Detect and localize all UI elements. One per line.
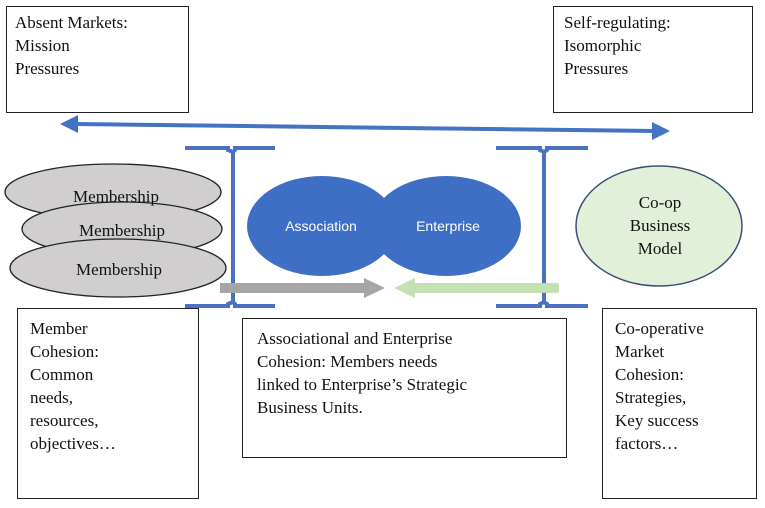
coop-business-model: Co-op Business Model — [575, 165, 743, 287]
coop-label-line: Co-op — [639, 193, 682, 212]
text-line: Absent Markets: — [15, 13, 128, 32]
absent-markets-box: Absent Markets: Mission Pressures — [6, 6, 189, 113]
text-line: Isomorphic — [564, 36, 642, 55]
enterprise-ellipse — [371, 176, 521, 276]
text-line: Strategies, — [615, 388, 687, 407]
text-line: Cohesion: — [30, 342, 99, 361]
text-line: factors… — [615, 434, 679, 453]
membership-label: Membership — [79, 221, 165, 240]
text-line: Cohesion: — [615, 365, 684, 384]
membership-label: Membership — [76, 260, 162, 279]
text-line: resources, — [30, 411, 99, 430]
green-arrow — [394, 278, 559, 298]
double-headed-arrow — [60, 115, 670, 140]
association-ellipse — [247, 176, 397, 276]
associational-cohesion-box: Associational and Enterprise Cohesion: M… — [242, 318, 567, 458]
text-line: Business Units. — [257, 398, 363, 417]
self-regulating-box: Self-regulating: Isomorphic Pressures — [553, 6, 753, 113]
text-line: Common — [30, 365, 94, 384]
text-line: Cohesion: Members needs — [257, 352, 438, 371]
text-line: needs, — [30, 388, 73, 407]
text-line: objectives… — [30, 434, 116, 453]
text-line: Co-operative — [615, 319, 704, 338]
coop-ellipse — [575, 165, 743, 287]
membership-ellipse — [9, 238, 227, 298]
text-line: Key success — [615, 411, 699, 430]
text-line: Pressures — [15, 59, 80, 78]
text-line: linked to Enterprise’s Strategic — [257, 375, 468, 394]
text-line: Mission — [15, 36, 70, 55]
text-line: Market — [615, 342, 665, 361]
member-cohesion-box: Member Cohesion: Common needs, resources… — [17, 308, 199, 499]
right-bracket — [496, 146, 588, 308]
coop-label-line: Model — [638, 239, 683, 258]
membership-label: Membership — [73, 187, 159, 206]
text-line: Associational and Enterprise — [257, 329, 453, 348]
association-enterprise-group: Association Enterprise — [247, 176, 521, 276]
text-line: Pressures — [564, 59, 629, 78]
left-bracket — [185, 146, 275, 308]
cooperative-market-cohesion-box: Co-operative Market Cohesion: Strategies… — [602, 308, 757, 499]
membership-stack: Membership Membership Membership — [4, 163, 227, 298]
coop-label-line: Business — [630, 216, 690, 235]
association-label: Association — [285, 218, 357, 234]
text-line: Member — [30, 319, 88, 338]
enterprise-label: Enterprise — [416, 218, 480, 234]
grey-arrow — [220, 278, 385, 298]
text-line: Self-regulating: — [564, 13, 671, 32]
